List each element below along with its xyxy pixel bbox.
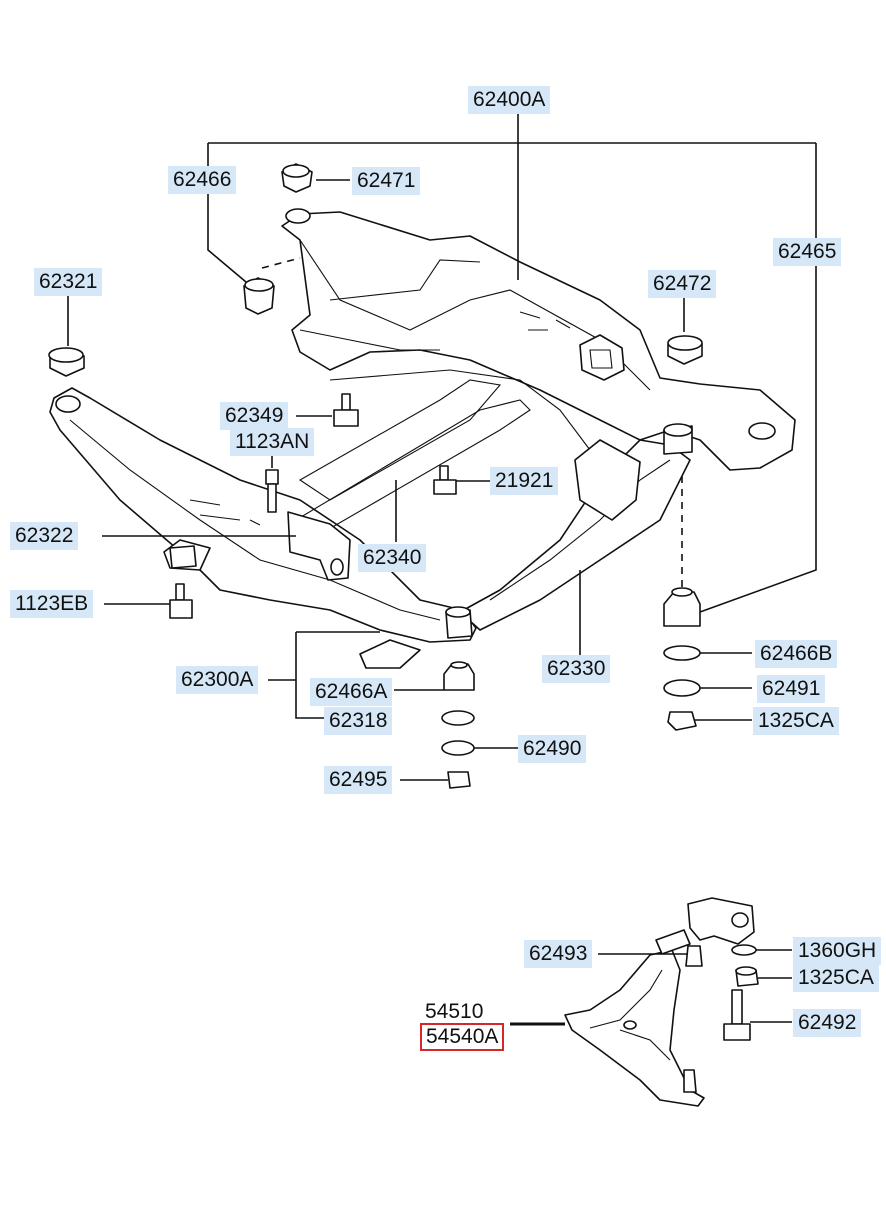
leader-lines (67, 112, 817, 1026)
part-label-62471[interactable]: 62471 (352, 167, 421, 195)
part-label-21921[interactable]: 21921 (490, 467, 559, 495)
part-label-62472[interactable]: 62472 (648, 270, 717, 298)
part-label-62322[interactable]: 62322 (10, 522, 79, 550)
bushing-62321-drawing (48, 347, 85, 377)
part-label-62466A[interactable]: 62466A (310, 678, 393, 706)
part-label-1325CA-top[interactable]: 1325CA (753, 707, 839, 735)
part-label-62340[interactable]: 62340 (358, 544, 427, 572)
bushing-62472-drawing (667, 335, 703, 365)
insulator-62466A-drawing (443, 661, 475, 691)
part-label-62465[interactable]: 62465 (773, 238, 842, 266)
bushing-62471-drawing (281, 163, 313, 193)
bolt-21921-drawing (433, 465, 457, 495)
bolt-62493-drawing (685, 945, 703, 967)
insulator-62465-drawing (663, 587, 701, 627)
nut-1325CA-lower-drawing (735, 966, 759, 987)
part-label-62300A[interactable]: 62300A (176, 666, 259, 694)
part-label-54510[interactable]: 54510 (425, 1000, 484, 1023)
part-label-54540A-selected[interactable]: 54540A (420, 1023, 505, 1051)
crossmember-frame-drawing (49, 208, 796, 669)
part-label-62492[interactable]: 62492 (793, 1009, 862, 1037)
part-label-1123EB[interactable]: 1123EB (10, 590, 94, 618)
part-label-62330[interactable]: 62330 (542, 655, 611, 683)
part-label-62495[interactable]: 62495 (324, 766, 393, 794)
bolt-1123AN-drawing (265, 469, 279, 513)
part-label-62466[interactable]: 62466 (168, 166, 237, 194)
washers-left-drawing (441, 710, 475, 789)
part-label-62400A[interactable]: 62400A (468, 86, 551, 114)
washer-1360GH-drawing (731, 944, 757, 956)
part-label-1360GH[interactable]: 1360GH (793, 937, 882, 965)
bolt-1123EB-drawing (169, 583, 193, 619)
part-label-1123AN[interactable]: 1123AN (230, 428, 315, 456)
part-label-62318[interactable]: 62318 (324, 707, 393, 735)
part-label-62349[interactable]: 62349 (220, 402, 289, 430)
bolt-62349-drawing (333, 393, 359, 427)
part-label-62321[interactable]: 62321 (34, 268, 103, 296)
part-label-62493[interactable]: 62493 (524, 940, 593, 968)
part-label-62491[interactable]: 62491 (757, 675, 826, 703)
part-label-62466B[interactable]: 62466B (755, 640, 838, 668)
washers-right-drawing (663, 645, 701, 731)
part-label-62490[interactable]: 62490 (518, 735, 587, 763)
lower-arm-drawing (564, 897, 755, 1107)
bolt-62492-drawing (723, 989, 751, 1041)
bushing-62466-drawing (243, 277, 275, 315)
part-label-1325CA-bottom[interactable]: 1325CA (793, 964, 879, 992)
